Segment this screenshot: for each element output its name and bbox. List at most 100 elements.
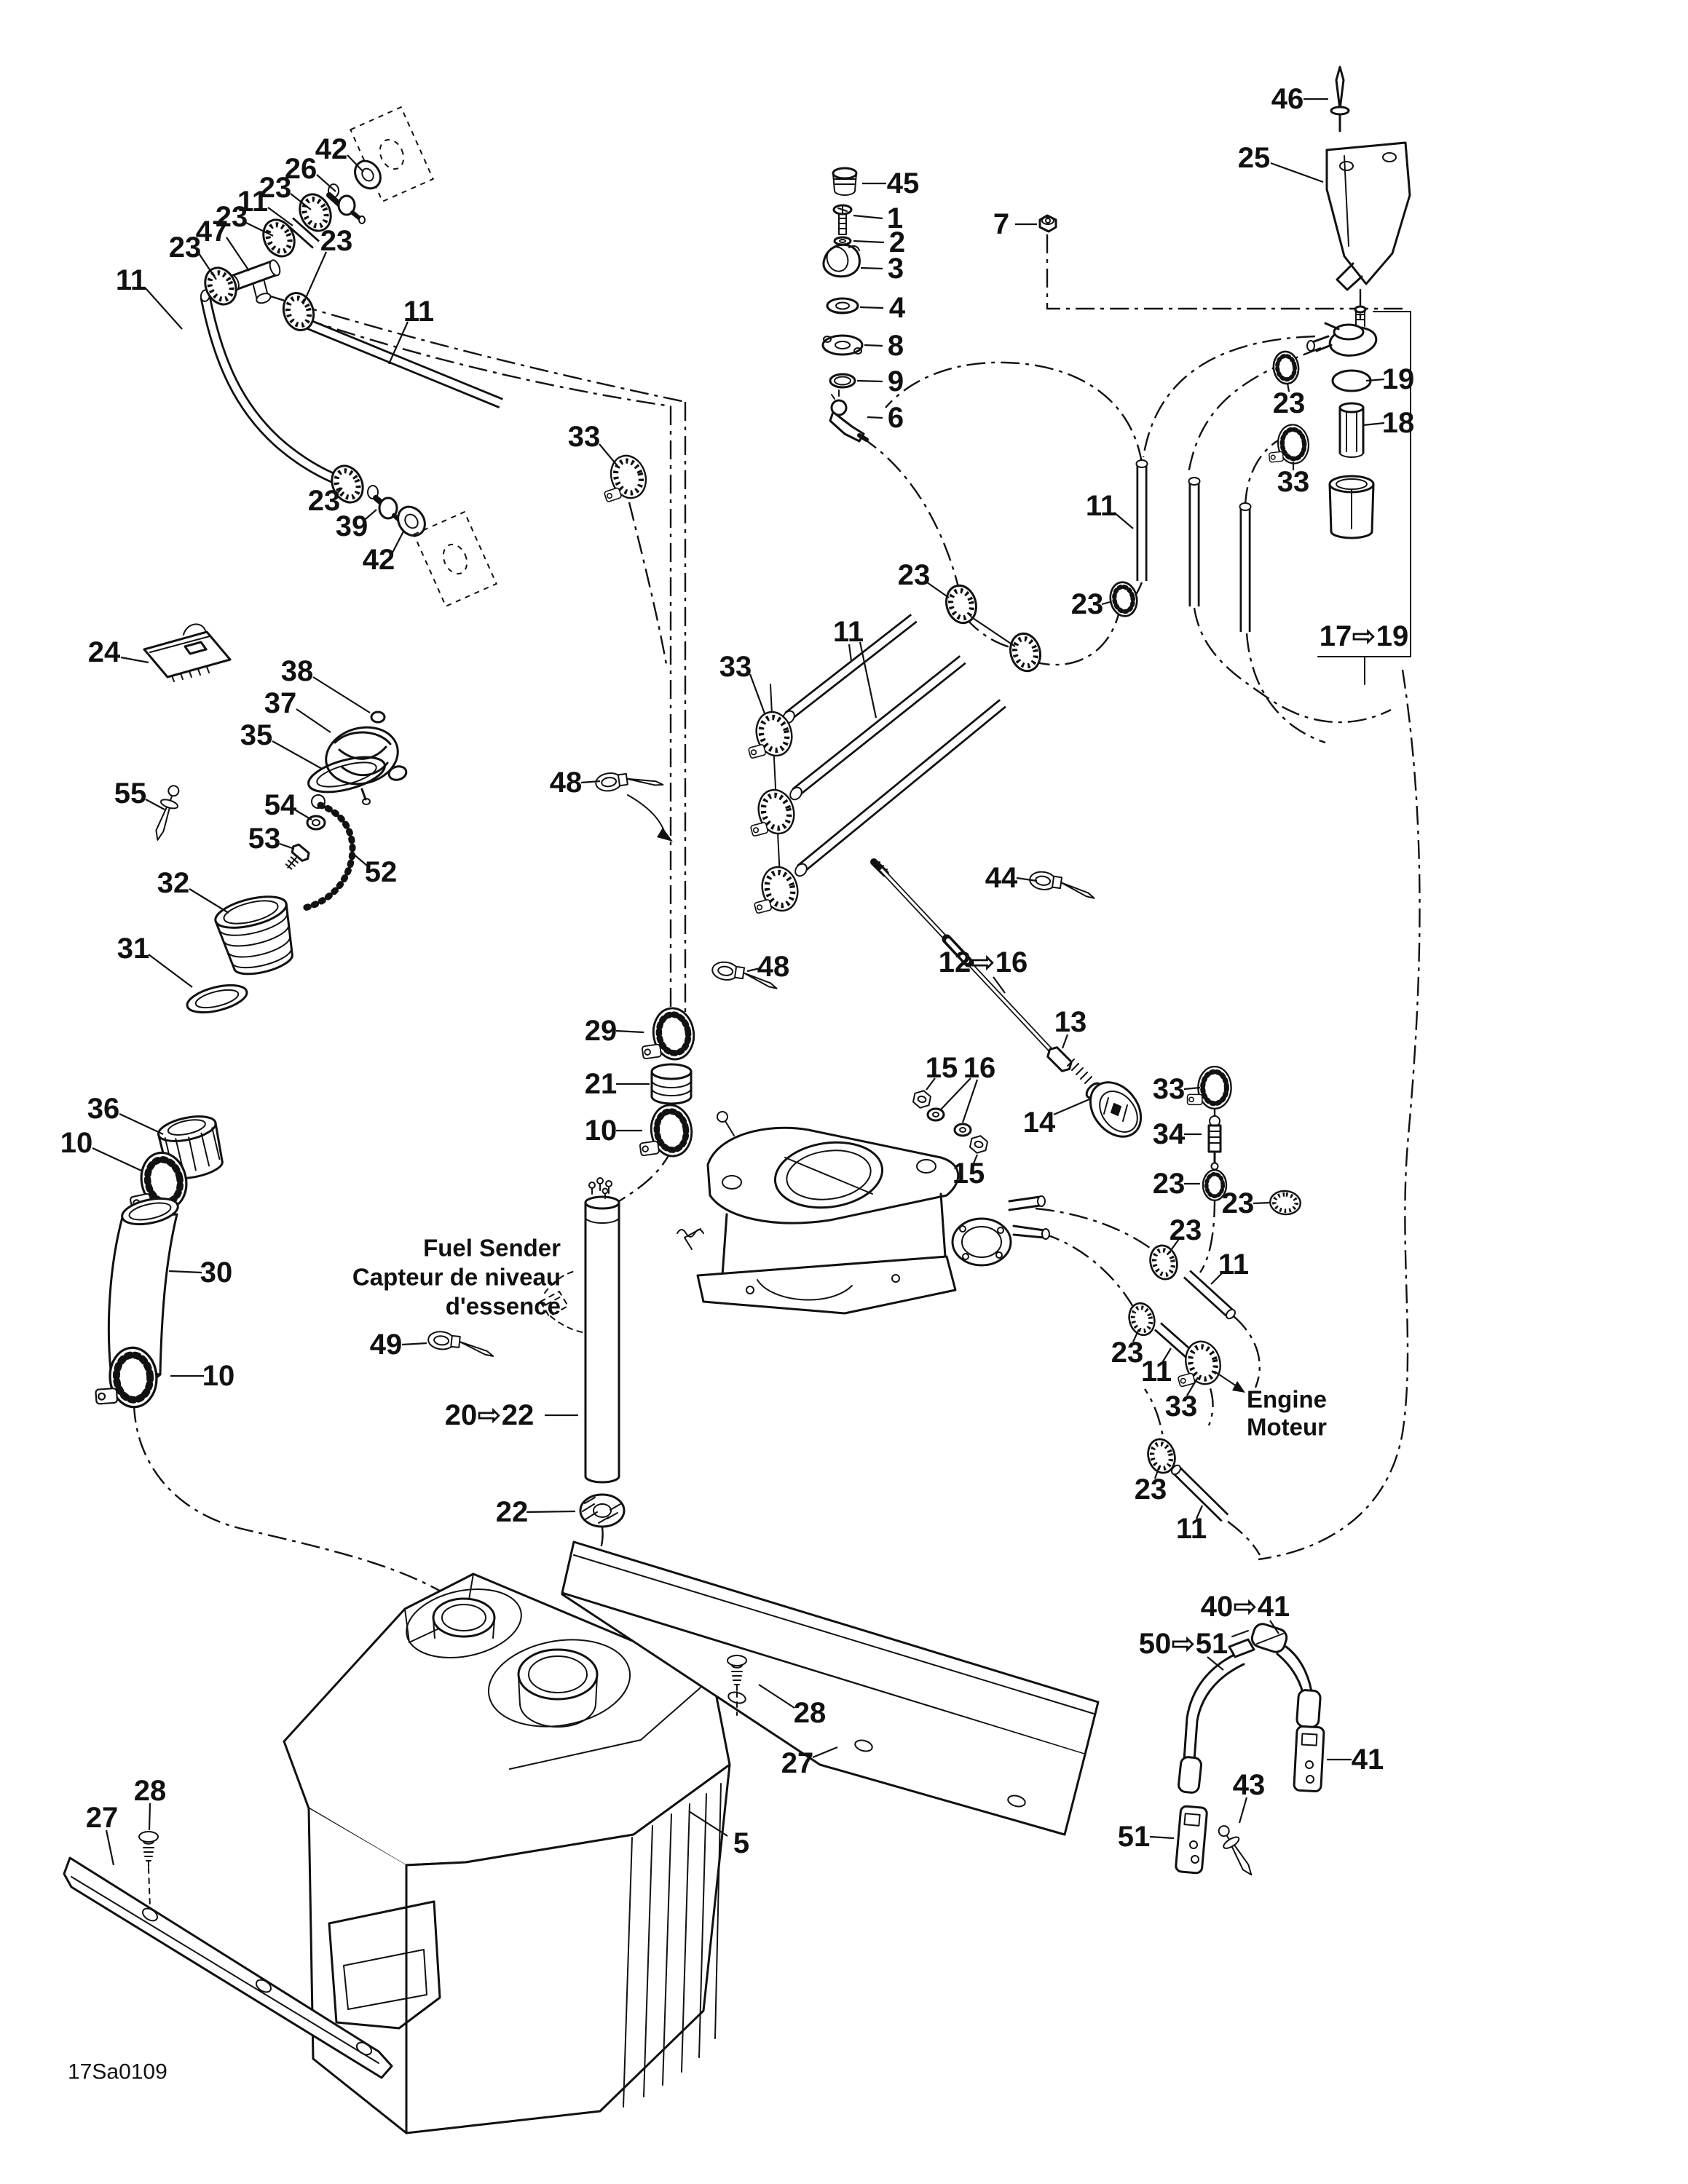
callout-10: 10 [202, 1360, 235, 1392]
leader-line-16 [853, 240, 885, 244]
callout-11: 11 [1218, 1249, 1249, 1281]
leader-line-30 [1113, 512, 1134, 529]
fuel-sender-group [426, 1005, 697, 1528]
washer-31 [186, 984, 248, 1014]
o-ring-19 [1331, 369, 1372, 392]
fuel-sender-label-en: Fuel Sender [423, 1235, 561, 1262]
leader-line-15 [853, 214, 883, 220]
leader-line-2 [290, 193, 312, 210]
leader-line-34 [970, 616, 1016, 647]
tank-filler-left [432, 1597, 496, 1639]
callout-23: 23 [169, 232, 202, 264]
deflector-panel-27b [561, 1540, 1100, 1836]
cable-tie-48a [593, 765, 664, 795]
callout-52: 52 [365, 856, 398, 888]
callout-32: 32 [157, 867, 190, 899]
leader-line-9 [387, 321, 409, 365]
plug-45 [832, 167, 858, 196]
leader-line-80 [1269, 1620, 1279, 1634]
leader-line-39 [1061, 1034, 1069, 1049]
ring-9 [829, 373, 856, 389]
callout-27: 27 [781, 1747, 814, 1779]
callout-5: 5 [733, 1827, 749, 1859]
leader-line-76 [105, 1829, 115, 1866]
cable-tie-44 [1028, 869, 1098, 899]
leader-line-54 [1195, 1505, 1204, 1519]
fuel-sender-label-fr2: d'essence [446, 1293, 561, 1320]
clamp-10c [635, 1102, 695, 1160]
leader-line-84 [1149, 1835, 1175, 1840]
retainer-clip-24 [143, 623, 232, 682]
leader-line-36 [746, 967, 761, 973]
pin-46 [1330, 66, 1350, 132]
carburetor [677, 1111, 1050, 1315]
engine-label-fr: Moteur [1247, 1414, 1327, 1441]
callout-31: 31 [117, 933, 150, 965]
callout-33: 33 [1277, 466, 1310, 498]
arrow-engine [1214, 1371, 1237, 1387]
callout-36: 36 [87, 1093, 120, 1125]
callout-44: 44 [985, 862, 1018, 894]
leader-line-32 [749, 673, 766, 714]
leader-line-8 [145, 288, 183, 330]
callout-3: 3 [888, 253, 904, 285]
leader-line-0 [347, 154, 364, 173]
callout-29: 29 [585, 1015, 618, 1047]
elbow-hose-30 [107, 1197, 179, 1382]
callout-20-22: 20⇨22 [445, 1399, 535, 1431]
leader-line-48 [1169, 1238, 1180, 1253]
leader-line-33 [848, 644, 853, 662]
callout-10: 10 [60, 1127, 93, 1159]
callout-8: 8 [888, 330, 904, 362]
leader-line-21 [867, 416, 883, 419]
rivet-43 [1212, 1821, 1260, 1880]
callout-10: 10 [585, 1115, 618, 1147]
flange-nut-4 [826, 297, 859, 314]
hose-routing-lines [133, 234, 1421, 1606]
callout-11: 11 [1176, 1513, 1207, 1545]
callout-7: 7 [993, 208, 1009, 240]
leader-line-34 [926, 582, 950, 598]
petcock-valve [1306, 305, 1378, 357]
callout-50-51: 50⇨51 [1139, 1628, 1228, 1660]
leader-line-79 [688, 1811, 728, 1837]
leader-line-26 [1362, 422, 1385, 427]
callout-48: 48 [550, 767, 583, 799]
callout-37: 37 [264, 687, 297, 719]
callout-48: 48 [757, 951, 790, 983]
leader-line-51 [1132, 1329, 1140, 1342]
washer-16a [926, 1107, 945, 1122]
fitting-34 [1207, 1115, 1222, 1171]
callout-11: 11 [237, 186, 268, 218]
screw-1 [832, 204, 853, 235]
cap-gasket-35 [307, 756, 386, 805]
fuel-line-bundle [593, 582, 1098, 989]
callout-46: 46 [1271, 83, 1304, 115]
washer-2 [833, 236, 852, 246]
leader-line-3 [267, 207, 293, 226]
leader-line-72 [401, 1342, 427, 1346]
bracket-25 [1325, 141, 1411, 322]
cap-3 [822, 243, 861, 278]
leader-line-58 [272, 740, 323, 769]
leader-line-49 [1210, 1272, 1223, 1285]
callout-53: 53 [248, 823, 281, 855]
leader-line-55 [120, 656, 149, 664]
callout-23: 23 [1111, 1337, 1144, 1369]
leader-line-18 [859, 306, 884, 309]
callout-14: 14 [1023, 1107, 1056, 1139]
leader-line-74 [526, 1510, 576, 1514]
callout-12-16: 12⇨16 [939, 946, 1028, 978]
ref-bracket-17-19 [1317, 311, 1411, 685]
callout-19: 19 [1382, 363, 1415, 395]
leader-line-62 [352, 852, 368, 866]
vent-fitting-cluster [200, 106, 651, 608]
leader-line-6 [198, 253, 217, 280]
callout-18: 18 [1382, 407, 1415, 439]
callout-1: 1 [887, 202, 903, 234]
leader-line-28 [1286, 382, 1290, 392]
callout-16: 16 [963, 1052, 996, 1084]
tank-filler-right [517, 1648, 599, 1728]
strap-50-51 [1178, 1630, 1255, 1794]
callout-4: 4 [889, 292, 906, 324]
